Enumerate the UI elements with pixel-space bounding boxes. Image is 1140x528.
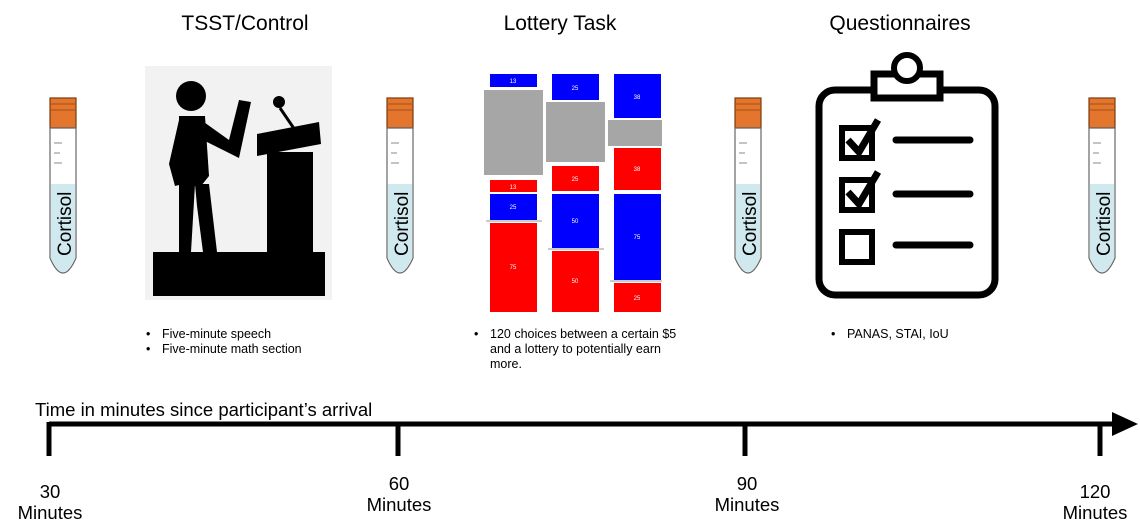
tube-label: Cortisol (740, 192, 761, 256)
lottery-bar-3-red-top-label: 38 (634, 167, 641, 173)
lottery-bar-1-red-label: 75 (510, 265, 517, 271)
tick-unit: Minutes (366, 494, 432, 515)
lottery-bar-3-blue (614, 194, 661, 280)
bullet-item: 120 choices between a certain $5 and a l… (472, 327, 684, 372)
tube-label: Cortisol (1094, 192, 1115, 256)
stage-title-questionnaires: Questionnaires (829, 12, 971, 35)
lottery-bar-2-red (552, 251, 599, 312)
timeline-label-90: 90 Minutes (697, 473, 797, 515)
tsst-bullets: Five-minute speech Five-minute math sect… (144, 327, 334, 357)
lottery-bullets: 120 choices between a certain $5 and a l… (472, 327, 684, 372)
lottery-bar-2-top-blue (552, 74, 599, 100)
lottery-bar-3-gray (608, 120, 662, 146)
lottery-bar-2-top-red (552, 166, 599, 191)
timeline-arrowhead-icon (1112, 412, 1138, 436)
lottery-bar-1-top-blue (490, 74, 537, 87)
lottery-bar-1-blue (490, 194, 537, 220)
cortisol-tube-4: Cortisol (1088, 97, 1116, 274)
lottery-bar-1-top-red (490, 180, 537, 192)
tick-value: 60 (388, 473, 410, 494)
lottery-bar-3-top-red (614, 148, 661, 190)
speaker-at-podium-icon (153, 81, 325, 296)
lottery-bar-3-top-blue (614, 74, 661, 118)
tick-value: 120 (1079, 481, 1111, 502)
cortisol-tube-2: Cortisol (386, 97, 414, 274)
timeline-title: Time in minutes since participant’s arri… (35, 399, 373, 420)
tick-unit: Minutes (17, 502, 83, 523)
bullet-item: Five-minute math section (144, 342, 334, 357)
bullet-item: PANAS, STAI, IoU (829, 327, 1029, 342)
tick-unit: Minutes (714, 494, 780, 515)
lottery-task-bars: 13 13 25 75 25 25 50 50 38 38 75 25 (484, 74, 662, 312)
lottery-bar-2-red-label: 50 (572, 279, 579, 285)
lottery-bar-1-gray (484, 90, 543, 175)
timeline-label-30: 30 Minutes (0, 481, 100, 523)
timeline-label-60: 60 Minutes (349, 473, 449, 515)
stage-title-tsst: TSST/Control (181, 12, 309, 35)
lottery-bar-3-blue-label: 75 (634, 235, 641, 241)
lottery-bar-2-blue-label: 50 (572, 219, 579, 225)
lottery-bar-2-top-label: 25 (572, 86, 579, 92)
tick-value: 30 (39, 481, 61, 502)
bullet-item: Five-minute speech (144, 327, 334, 342)
lottery-bar-1-blue-label: 25 (510, 205, 517, 211)
clipboard-checklist-icon (815, 52, 999, 299)
cortisol-tube-3: Cortisol (734, 97, 762, 274)
questionnaire-bullets: PANAS, STAI, IoU (829, 327, 1029, 342)
lottery-bar-3-red (614, 283, 661, 312)
lottery-bar-3-top-label: 38 (634, 95, 641, 101)
speaker-illustration (145, 66, 332, 300)
timeline-axis (46, 412, 1138, 456)
lottery-bar-1-top-label: 13 (510, 79, 517, 85)
tick-unit: Minutes (1062, 502, 1128, 523)
cortisol-tube-1: Cortisol (49, 97, 77, 274)
tube-label: Cortisol (55, 192, 76, 256)
lottery-bar-2-red-top-label: 25 (572, 177, 579, 183)
lottery-bar-2-gray (546, 102, 605, 162)
timeline-label-120: 120 Minutes (1050, 481, 1140, 523)
tube-label: Cortisol (392, 192, 413, 256)
lottery-bar-3-red-label: 25 (634, 296, 641, 302)
tick-value: 90 (736, 473, 758, 494)
lottery-bar-1-red (490, 223, 537, 312)
lottery-bar-2-blue (552, 194, 599, 248)
stage-title-lottery: Lottery Task (503, 12, 617, 35)
lottery-bar-1-red-top-label: 13 (510, 185, 517, 191)
